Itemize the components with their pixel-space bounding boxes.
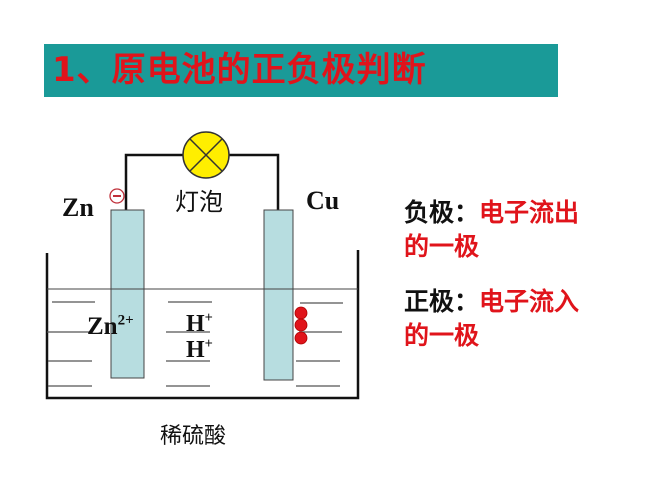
hydrogen-ion-label-2: H+ (186, 336, 213, 363)
positive-definition-line1: 电子流入 (479, 287, 580, 316)
copper-electrode-label: Cu (306, 186, 340, 215)
beaker (45, 250, 360, 400)
title-bar: 1、原电池的正负极判断 (44, 44, 558, 97)
hydrogen-bubbles-icon (294, 306, 308, 345)
negative-electrode-definition: 负极：电子流出 的一极 (404, 196, 579, 264)
positive-electrode-definition: 正极：电子流入 的一极 (404, 285, 579, 353)
zinc-electrode (110, 209, 145, 379)
positive-definition-line2: 的一极 (404, 321, 480, 350)
light-bulb-icon (182, 131, 230, 179)
zinc-ion-label: Zn2+ (87, 312, 134, 340)
copper-electrode (263, 209, 294, 381)
solution-label: 稀硫酸 (160, 424, 227, 449)
negative-definition-line1: 电子流出 (479, 198, 580, 227)
hydrogen-ion-label-1: H+ (186, 310, 213, 337)
solution-lines (47, 301, 343, 387)
negative-term: 负极： (404, 198, 480, 227)
page-title: 1、原电池的正负极判断 (52, 50, 427, 90)
zinc-electrode-label: Zn (62, 193, 94, 222)
negative-terminal-icon (109, 188, 125, 204)
circuit-wire (124, 153, 280, 210)
positive-term: 正极： (404, 287, 480, 316)
bulb-label: 灯泡 (175, 188, 223, 216)
negative-definition-line2: 的一极 (404, 232, 480, 261)
